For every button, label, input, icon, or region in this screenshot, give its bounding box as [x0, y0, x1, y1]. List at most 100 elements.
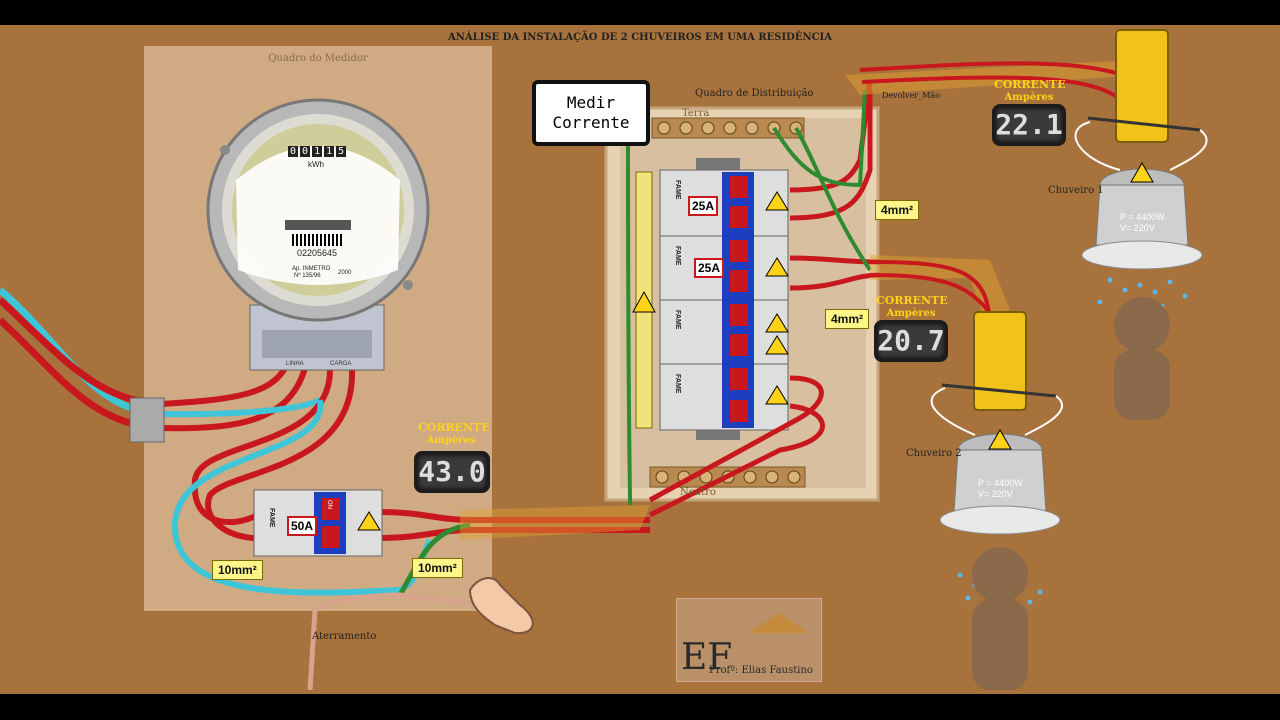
hover-label: Devolver_Mão	[882, 91, 940, 100]
cable-clamp	[129, 397, 165, 443]
meter-year: 2000	[338, 270, 352, 276]
terminal-carga-label: CARGA	[330, 361, 352, 367]
shower1-body	[1095, 184, 1189, 246]
shower2-lead-a	[930, 387, 976, 436]
breaker-toggles[interactable]	[730, 176, 748, 422]
grounding-wire	[307, 592, 471, 691]
meter-out-phase-1	[191, 369, 333, 525]
meter-counter: 0 0 1 1 5	[288, 146, 347, 157]
main-breaker-on-label: ON	[326, 500, 332, 509]
shower2-amperes-label: Ampères	[886, 308, 936, 319]
breaker-top-clip	[696, 158, 740, 170]
shower2-lead-b	[1024, 395, 1064, 436]
distribution-panel-label: Quadro de Distribuição	[695, 88, 814, 99]
supply-phase-a	[648, 375, 824, 503]
bottom-band	[0, 694, 1280, 720]
measure-button-line1: Medir	[566, 93, 616, 112]
breaker-1-brand: FAME	[674, 180, 681, 200]
breaker-4-brand: FAME	[674, 374, 681, 394]
main-out-phase-1	[381, 509, 650, 523]
breaker-2-rating: 25A	[694, 258, 725, 278]
cable-conduit	[460, 505, 650, 540]
earth-circuit-1	[772, 89, 867, 188]
main-breaker-toggle-1[interactable]	[322, 498, 340, 520]
bus-warning-icon	[632, 290, 656, 313]
neutral-bar-label: Neutro	[680, 487, 716, 498]
breaker-1-rating: 25A	[688, 196, 719, 216]
main-current-label: CORRENTE	[418, 421, 490, 434]
shower1-rose	[1081, 240, 1203, 270]
supply-phase-b	[648, 403, 825, 518]
main-amperes-label: Ampères	[426, 435, 476, 446]
phase-to-meter-2	[159, 367, 308, 432]
meter-rotor	[285, 220, 351, 230]
main-current-display: 43.0	[414, 451, 490, 493]
meter-glass	[236, 146, 400, 285]
meter-digit: 1	[312, 146, 323, 157]
person-2	[972, 547, 1028, 690]
grounding-label: Aterramento	[312, 631, 377, 642]
meter-box-label: Quadro do Medidor	[268, 53, 368, 64]
measure-button-line2: Corrente	[552, 113, 630, 132]
measure-current-button[interactable]: Medir Corrente	[532, 80, 650, 146]
meter-unit: kWh	[308, 160, 324, 169]
main-breaker-rating: 50A	[287, 516, 318, 536]
meter-out-phase-2	[205, 369, 356, 542]
shower2-label: Chuveiro 2	[906, 448, 962, 459]
circuit1-phase-b	[789, 90, 873, 221]
earth-to-bar	[626, 139, 632, 506]
shower2-wire-splice	[941, 383, 1057, 398]
meter-screw-2	[403, 280, 413, 290]
logo-author: Profº: Elias Faustino	[709, 665, 813, 676]
meter-digit: 1	[324, 146, 335, 157]
logo-letters: EF	[681, 637, 733, 678]
earth-circuit-2	[794, 127, 872, 272]
shower1-voltage: V= 220V	[1120, 223, 1155, 233]
shower1-wire-splice	[1087, 116, 1201, 132]
person-1	[1114, 297, 1170, 420]
main-out-phase-2	[381, 527, 650, 541]
shower1-warning-icon	[1130, 162, 1154, 183]
earth-wire	[397, 522, 471, 597]
hand-cursor-icon[interactable]	[468, 577, 534, 635]
wire-label-main-right: 10mm²	[412, 558, 463, 578]
meter-inmetro: Ap. INMETRO	[292, 266, 331, 272]
meter-serial: 02205645	[297, 248, 338, 258]
shower1-junction-box	[1115, 29, 1169, 143]
shower1-power: P = 4400W	[1120, 212, 1165, 222]
conduit-shower2	[870, 255, 1010, 320]
wire-label-upper: 4mm²	[875, 200, 920, 220]
meter-digit: 5	[336, 146, 347, 157]
main-breaker-toggle-2[interactable]	[322, 526, 340, 548]
earth-bar-label: Terra	[682, 108, 710, 119]
main-current-caption: CORRENTE Ampères	[418, 421, 490, 447]
shower2-warning-icon	[988, 429, 1012, 450]
logo-roof-icon	[749, 613, 809, 633]
barcode-icon	[292, 234, 344, 246]
top-band	[0, 0, 1280, 25]
phase-to-meter-1	[159, 366, 288, 407]
shower1-current-label: CORRENTE	[994, 78, 1066, 91]
circuit2-phase-a	[789, 255, 881, 265]
shower1-lead-b	[1169, 129, 1208, 171]
neutral-pass	[159, 397, 322, 418]
breaker-3-brand: FAME	[674, 310, 681, 330]
meter-inmetro-number: Nº 135/96	[294, 273, 321, 279]
shower2-current-caption: CORRENTE Ampères	[876, 294, 948, 320]
main-breaker-brand: FAME	[268, 508, 275, 528]
shower2-power: P = 4400W	[978, 478, 1023, 488]
shower2-junction-box	[973, 311, 1027, 411]
meter-digit: 0	[288, 146, 299, 157]
shower2-current-display: 20.7	[874, 320, 948, 362]
shower2-current-label: CORRENTE	[876, 294, 948, 307]
shower1-lead-a	[1074, 121, 1121, 171]
shower2-rose	[939, 505, 1061, 535]
breaker-bottom-clip	[696, 428, 740, 440]
terminal-linha-label: LINHA	[286, 361, 304, 367]
meter-digit: 0	[300, 146, 311, 157]
breaker-warning-icons	[765, 191, 789, 405]
shower1-label: Chuveiro 1	[1048, 185, 1104, 196]
shower1-current-caption: CORRENTE Ampères	[994, 78, 1066, 104]
